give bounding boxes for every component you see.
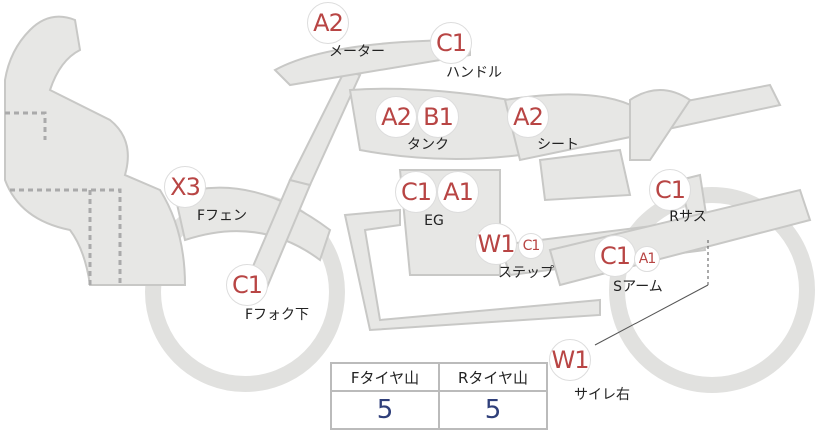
label-rsus: Rサス (669, 209, 707, 225)
label-seat: シート (537, 137, 579, 153)
fairing (4, 15, 187, 286)
rear-tire-value: 5 (438, 390, 548, 430)
label-eg: EG (424, 213, 444, 229)
grade-badge-rsus: C1 (649, 169, 691, 211)
rear-wheel (609, 187, 815, 393)
grade-badge-tank-1: A2 (375, 96, 417, 138)
front-fender (173, 186, 332, 262)
grade-badge-seat: A2 (507, 96, 549, 138)
grade-badge-ffork: C1 (226, 264, 268, 306)
rear-tire-header: Rタイヤ山 (438, 362, 548, 392)
label-ffender: Fフェン (196, 208, 248, 224)
grade-badge-step-2: C1 (518, 233, 544, 259)
label-muffler: サイレ右 (574, 387, 630, 403)
side-cover (538, 148, 632, 202)
grade-badge-eg-2: A1 (437, 171, 479, 213)
grade-badge-eg-1: C1 (395, 171, 437, 213)
grade-badge-tank-2: B1 (417, 96, 459, 138)
label-step: ステップ (498, 265, 554, 281)
grade-badge-meter: A2 (307, 2, 349, 44)
front-tire-value: 5 (330, 390, 440, 430)
tire-tread-table: Fタイヤ山 Rタイヤ山 5 5 (330, 362, 548, 430)
label-meter: メーター (329, 44, 385, 60)
label-sarm: Sアーム (613, 279, 663, 295)
grade-badge-sarm-1: C1 (594, 235, 636, 277)
frame (288, 68, 362, 187)
grade-badge-ffender: X3 (164, 166, 206, 208)
label-ffork: Fフォク下 (244, 307, 310, 323)
label-tank: タンク (407, 137, 449, 153)
exhaust-pipe (343, 208, 601, 332)
grade-badge-handle: C1 (430, 22, 472, 64)
rear-cowl (629, 89, 692, 161)
grade-badge-step-1: W1 (475, 223, 517, 265)
front-tire-header: Fタイヤ山 (330, 362, 440, 392)
grade-badge-sarm-2: A1 (634, 246, 660, 272)
grade-badge-muffler: W1 (549, 339, 591, 381)
label-handle: ハンドル (446, 65, 502, 81)
